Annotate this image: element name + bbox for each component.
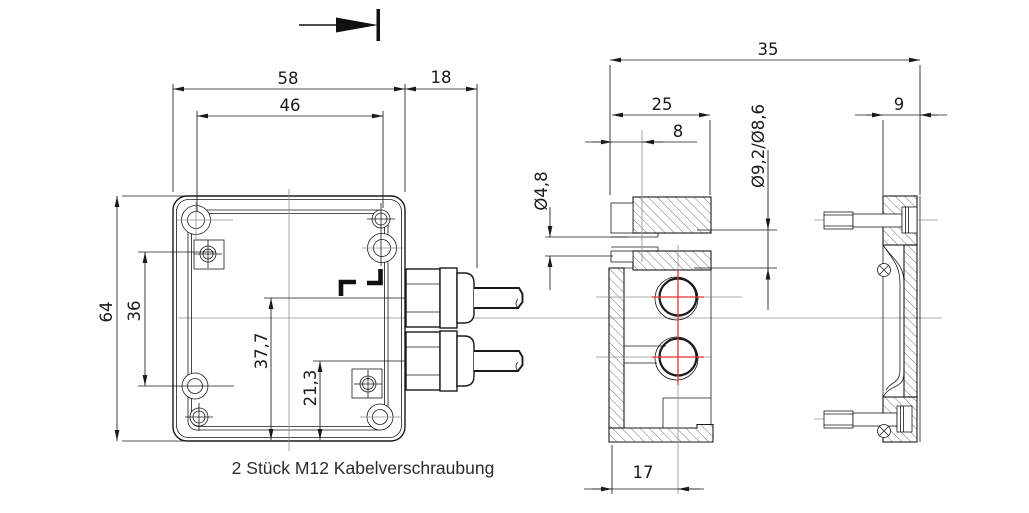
svg-text:37,7: 37,7 xyxy=(252,333,271,370)
lid-screw-hole-bottom-left xyxy=(185,403,213,431)
cable-upper xyxy=(474,287,524,309)
svg-text:64: 64 xyxy=(97,302,116,323)
svg-text:46: 46 xyxy=(280,96,301,115)
dim-hole-spacing: 36 xyxy=(125,251,234,387)
dim-body-width: 58 xyxy=(172,69,406,192)
svg-text:35: 35 xyxy=(758,40,779,59)
dim-body-height: 64 xyxy=(97,195,186,442)
svg-text:17: 17 xyxy=(633,463,654,482)
lid-inner-curve-top xyxy=(882,244,905,284)
svg-text:36: 36 xyxy=(125,301,144,322)
svg-text:58: 58 xyxy=(278,69,299,88)
dim-lower-gland-position: 21,3 xyxy=(301,361,323,440)
lid-seal-groove xyxy=(191,213,385,427)
svg-text:8: 8 xyxy=(673,122,684,141)
lid-inner-lip xyxy=(885,248,901,391)
lid-inner-curve-bottom xyxy=(882,371,905,398)
dim-bore-center-offset: 17 xyxy=(584,445,704,494)
body-left-wall xyxy=(608,267,625,429)
lid-section-view: 9 xyxy=(814,95,947,443)
view-direction-arrow-icon xyxy=(299,9,380,41)
gland-section-bottom xyxy=(632,250,712,271)
section-view: 35 25 8 Ø4,8 Ø9,2/Ø8,6 xyxy=(532,40,921,494)
screw-pocket-top-left xyxy=(193,239,225,270)
lid-right-wall xyxy=(903,244,918,398)
dim-lid-depth: 9 xyxy=(855,95,947,195)
gland-nut-section-top xyxy=(610,202,634,234)
mounting-boss-bottom-right xyxy=(360,403,402,431)
dim-gland-bore: Ø9,2/Ø8,6 xyxy=(694,104,777,310)
svg-text:Ø4,8: Ø4,8 xyxy=(532,171,551,210)
svg-text:18: 18 xyxy=(431,68,452,87)
dim-hole-span: 46 xyxy=(196,96,384,212)
lid-edge xyxy=(187,209,389,431)
dim-gland-length: 18 xyxy=(405,68,478,268)
gland-section-top xyxy=(632,196,712,234)
svg-text:9: 9 xyxy=(894,95,905,114)
red-center-marks xyxy=(652,270,704,385)
gland-nut-section-bottom xyxy=(610,250,634,263)
body-bottom-wall xyxy=(608,423,714,443)
dim-gland-center-offset: 8 xyxy=(585,122,697,145)
bore2-chamfer xyxy=(654,336,699,381)
dim-total-depth: 35 xyxy=(609,40,921,195)
section-mark-right-icon xyxy=(367,269,383,286)
seal-oring-bottom-icon xyxy=(877,424,891,438)
lid-screw-top xyxy=(814,206,938,234)
svg-text:25: 25 xyxy=(652,95,673,114)
cable-lower xyxy=(474,350,524,372)
dim-cable-bore: Ø4,8 xyxy=(532,171,628,290)
svg-text:Ø9,2/Ø8,6: Ø9,2/Ø8,6 xyxy=(749,104,768,188)
bore1-chamfer xyxy=(654,276,699,321)
note-label: 2 Stück M12 Kabelverschraubung xyxy=(232,458,495,478)
lid-screw-bottom xyxy=(814,405,913,433)
cable-gland-lower xyxy=(405,330,524,392)
lid-screw-hole-top-left xyxy=(194,240,222,268)
dim-upper-gland-position: 37,7 xyxy=(252,298,274,440)
lid-screw-hole-bottom-right xyxy=(354,370,382,398)
section-mark-left-icon xyxy=(338,279,356,296)
screw-pocket-bottom-right xyxy=(351,368,383,399)
svg-text:21,3: 21,3 xyxy=(301,370,320,407)
seal-oring-top-icon xyxy=(877,263,891,277)
mounting-boss-top-right xyxy=(362,203,403,266)
cable-gland-upper xyxy=(405,267,524,329)
dim-body-depth: 25 xyxy=(612,95,711,195)
mounting-boss-top-left xyxy=(177,202,233,240)
front-view: 58 46 18 64 36 37,7 xyxy=(97,68,524,451)
